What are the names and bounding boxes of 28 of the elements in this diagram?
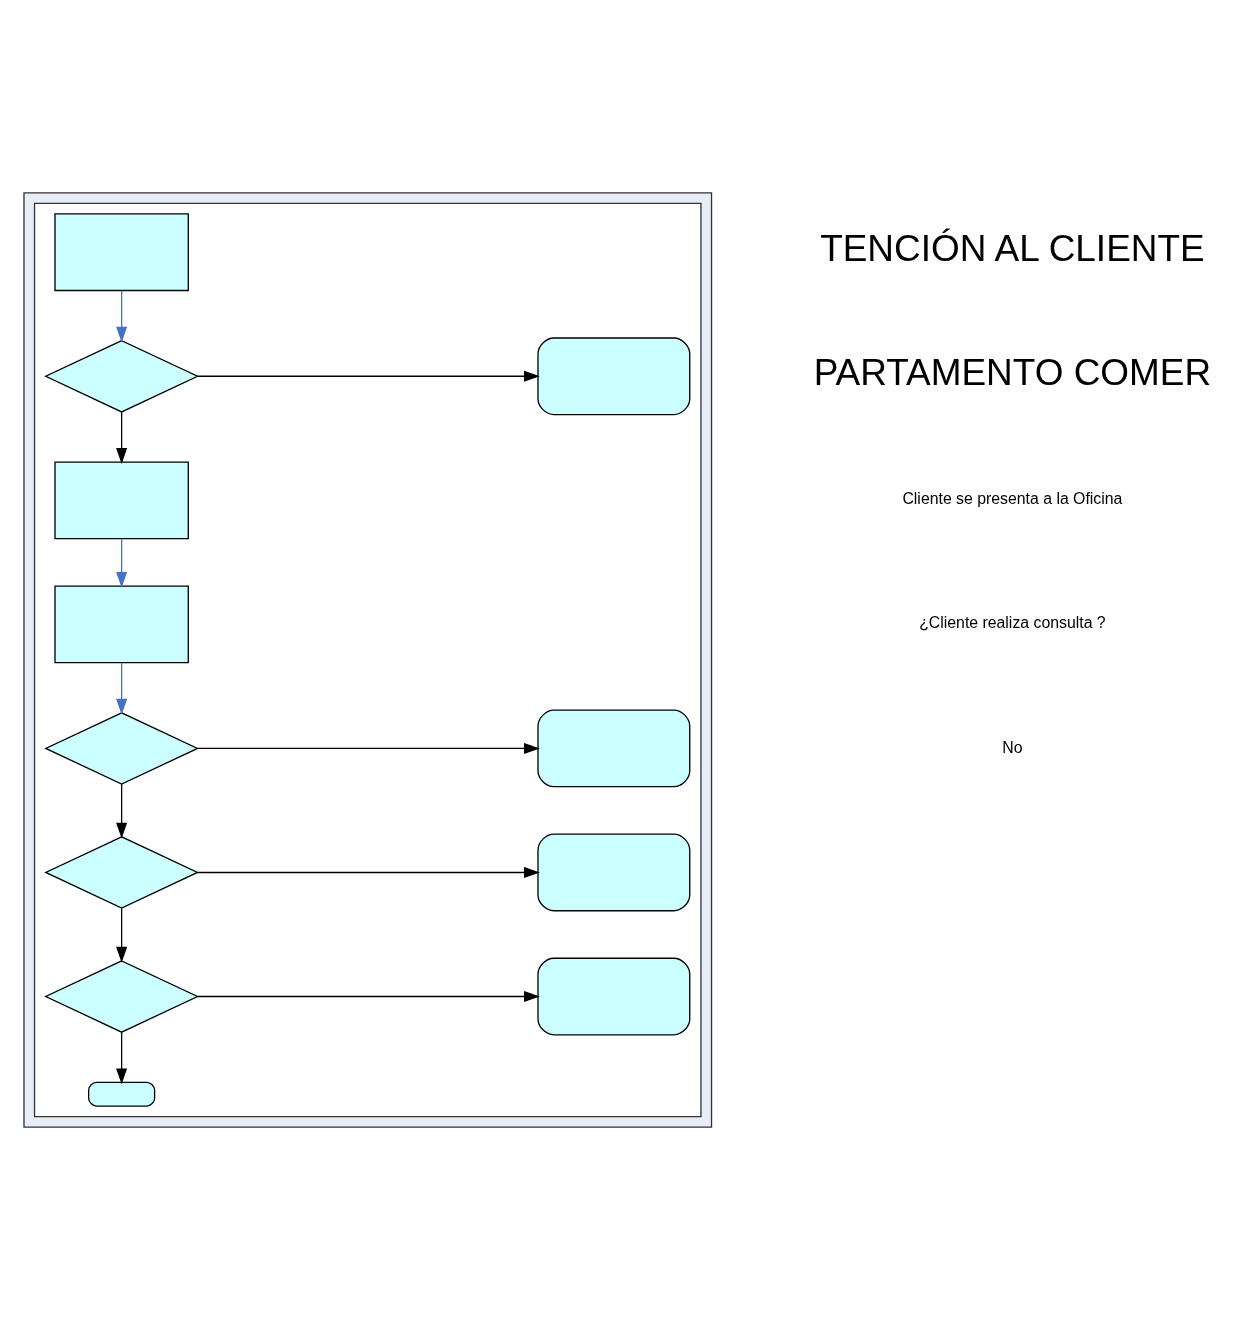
node-box [537,957,691,1035]
label: No [1002,738,1023,756]
node-diamond [44,835,200,909]
node-diamond [44,339,200,413]
arrow [116,1031,128,1084]
arrow [116,661,128,715]
label: TENCIÓN AL CLIENTE [820,227,1205,269]
node-box [88,1081,156,1107]
arrow [196,742,540,754]
arrow [116,537,128,588]
arrow [196,990,540,1002]
node-box [537,336,691,415]
node-box [54,212,189,291]
arrow [116,289,128,343]
node-diamond [44,959,200,1033]
label: PARTAMENTO COMER [813,351,1212,393]
node-diamond [44,711,200,785]
node-box [537,833,691,911]
arrow [196,866,540,878]
arrow [116,783,128,839]
arrow [116,907,128,963]
arrow [116,410,128,464]
node-box [54,460,189,539]
node-box [54,584,189,663]
node-box [537,709,691,787]
label: Cliente se presenta a la Oficina [902,489,1123,507]
label: ¿Cliente realiza consulta ? [919,613,1106,631]
arrow [196,370,540,382]
